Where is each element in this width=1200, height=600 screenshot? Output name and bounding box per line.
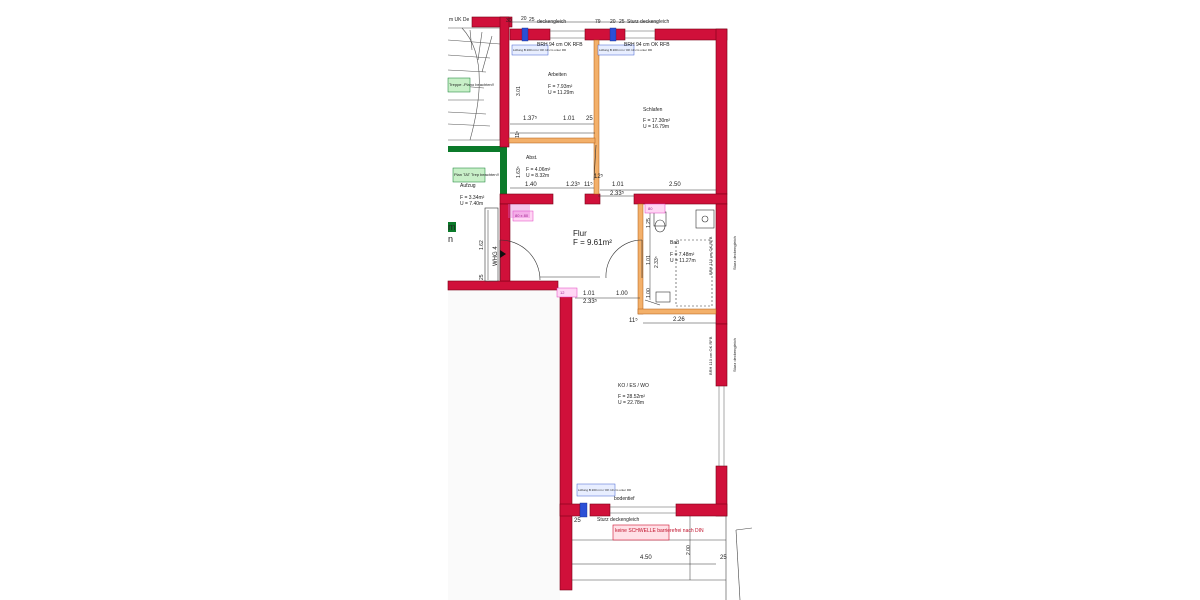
dim-301: 3.01 [516,86,522,96]
stair-green-small [448,222,456,232]
room-schlafen-area: F = 17.30m² [643,118,670,124]
note-boxes [447,44,670,541]
room-kochen-name: KO / ES / WO [618,383,649,389]
dim-140: 1.40 [525,182,537,188]
dim-233b: 2.33⁵ [654,256,660,268]
dim-163: 1.63⁵ [516,166,522,178]
side-letter-n: n [448,234,453,244]
partitions [508,39,717,315]
note-brh-bad: BRH 110 cm OK RFB [708,236,713,275]
room-schlafen-perimeter: U = 16.79m [643,124,669,130]
dim-20a: 20 [521,16,527,22]
dim-20b: 20 [610,19,616,25]
room-flur-name: Flur [573,229,587,238]
note-pink1: 80 x 80 [515,213,529,218]
dim-25e: 25 [574,518,581,524]
dim-450: 4.50 [640,555,652,561]
dim-25c: 25 [586,116,593,122]
note-lueftung1: Lüftung B 200 mm / OK 10 cm unter RD [513,48,567,52]
flur-west-wall [484,207,499,282]
dim-100a: 1.00 [616,291,628,297]
dim-101d: 1.01 [583,291,595,297]
note-sturz-top1: deckengleich [537,19,566,25]
note-brh-wohnen: BRH 110 cm OK RFB [708,336,713,375]
dim-137: 1.37⁵ [523,115,538,122]
note-sturz-top2: Sturz deckengleich [627,19,669,25]
windows [521,27,617,518]
dim-101a: 1.01 [563,116,575,122]
note-tat-plan: Plan TAT Trep beachten!! [454,172,499,177]
note-brh2: BRH 94 cm OK RFB [624,42,670,48]
dim-25b: 25 [619,19,625,25]
dim-100b: 1.00 [646,288,652,298]
room-abst-perimeter: U = 8.32m [526,173,549,179]
room-kochen-area: F = 28.52m² [618,394,645,400]
stair-green-bar [448,146,506,152]
room-aufzug-area: F = 3.34m² [460,195,485,201]
unit-label: WHG 4 [493,246,499,266]
dim-226: 2.26 [673,317,685,323]
room-arbeiten-perimeter: U = 11.29m [548,90,574,96]
side-letter-m: m [448,222,456,232]
room-aufzug-perimeter: U = 7.40m [460,201,483,207]
dim-11a: 11⁵ [515,131,521,138]
note-pink3: 80 [648,206,653,211]
room-bad-name: Bad [670,240,679,246]
dim-101c: 1.01 [646,255,652,265]
note-lueftung2: Lüftung B 200 mm / OK 10 cm unter RD [599,48,653,52]
note-top-left: m UK De [449,17,470,23]
dim-25a: 25 [529,17,535,23]
room-bad-perimeter: U = 11.27m [670,258,696,264]
unit-arrow-icon [500,250,506,258]
note-sturz-wohnen: Sturz deckengleich [732,338,737,372]
dim-162: 1.62 [479,240,485,250]
dim-250: 2.50 [669,182,681,188]
room-kochen-perimeter: U = 22.78m [618,400,644,406]
walls [447,16,728,591]
note-bodentief: bodentief [614,496,635,502]
dim-233a: 2.33⁵ [610,190,625,197]
dim-30: 30 [506,18,512,24]
note-brh1: BRH 94 cm OK RFB [537,42,583,48]
note-sturz-bottom: Sturz deckengleich [597,517,639,523]
window-openings [550,30,725,514]
dim-25f: 25 [720,555,727,561]
dimension-lines [487,21,716,580]
doors [499,132,643,281]
staircase [447,27,501,141]
dim-200: 2.00 [686,545,692,555]
note-pink2: 12 [560,290,565,295]
faint-stair-area [448,290,560,600]
dim-11b: 11⁵ [584,181,593,188]
note-lueftung3: Lüftung B 200 mm / OK 10 cm unter RD [578,488,632,492]
dim-233c: 2.33⁵ [583,298,598,305]
room-arbeiten-area: F = 7.93m² [548,84,573,90]
dim-125: 1.25 [646,218,652,228]
dim-11c: 11⁵ [629,317,638,324]
room-aufzug-name: Aufzug [460,183,476,189]
room-arbeiten-name: Arbeiten [548,72,567,78]
dim-12: 12⁵ [594,173,604,180]
dim-101b: 1.01 [612,182,624,188]
stair-green-vertical [500,146,507,216]
dim-25d: 25 [479,274,485,280]
room-abst-area: F = 4.06m² [526,167,551,173]
room-flur-area: F = 9.61m² [573,238,612,247]
note-sturz-bad: Sturz deckengleich [732,236,737,270]
room-schlafen-name: Schlafen [643,107,663,113]
note-treppe-plan: Treppe -Plano beachten!! [449,82,494,87]
room-bad-area: F = 7.48m² [670,252,695,258]
dim-123: 1.23⁵ [566,181,581,188]
dim-79: 79 [595,19,601,25]
room-abst-name: Abst. [526,155,537,161]
note-schwelle: keine SCHWELLE barrierefrei nach DIN [615,528,704,534]
